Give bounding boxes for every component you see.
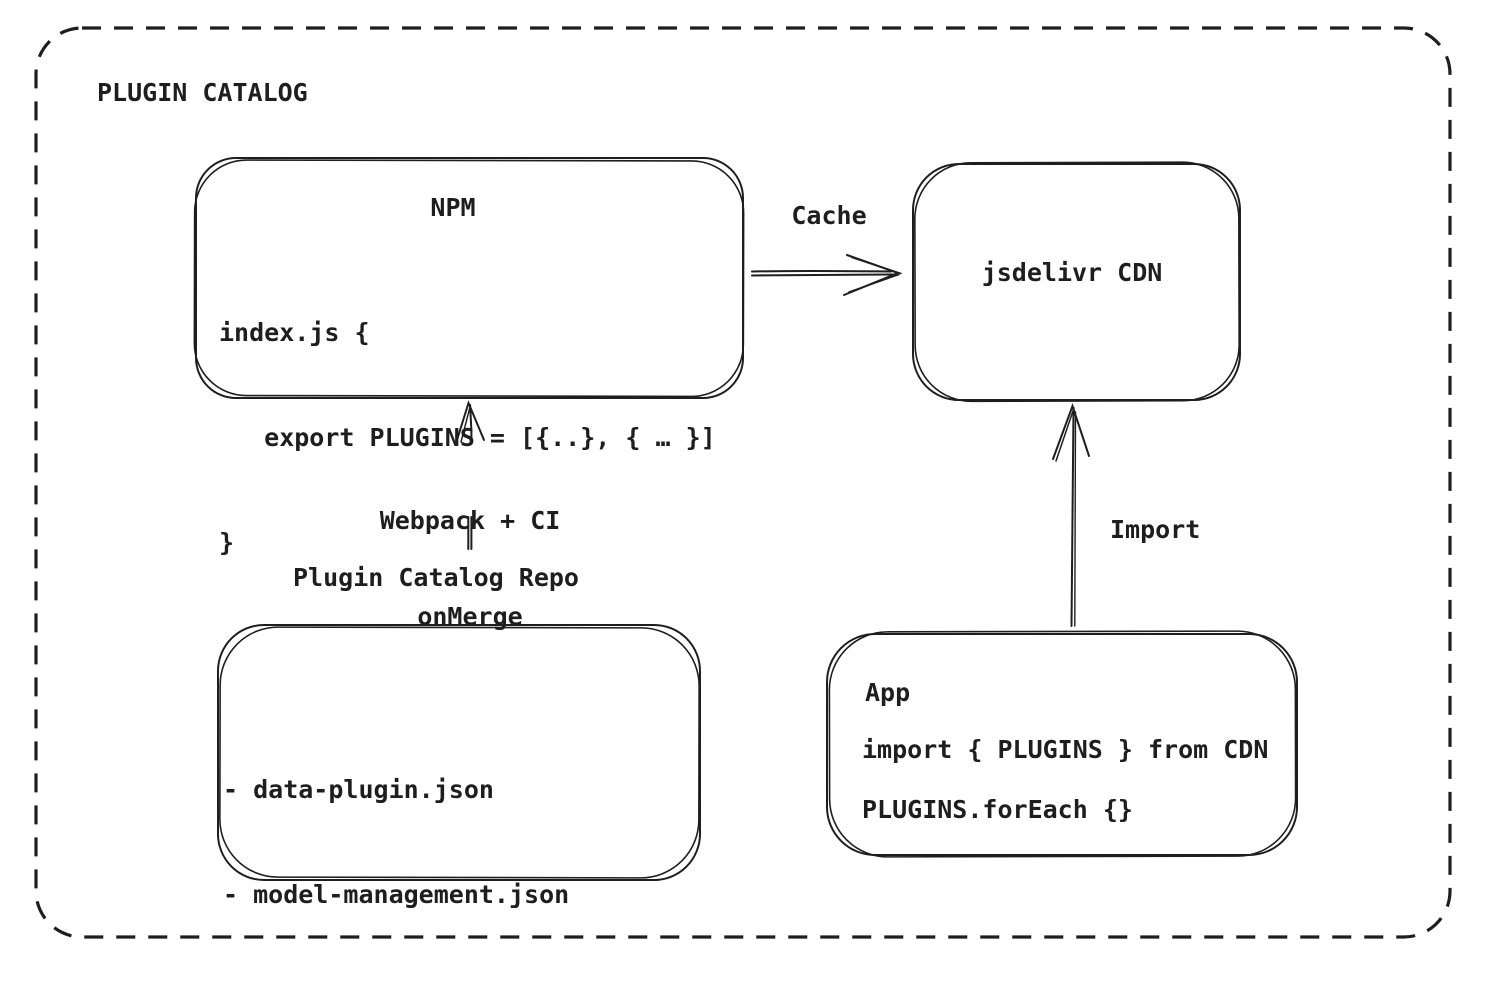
build-arrow-label-line2: onMerge [417, 602, 523, 631]
repo-box-shape [217, 624, 701, 881]
repo-node-title: Plugin Catalog Repo [293, 563, 579, 592]
repo-file-list: - data-plugin.json - model-management.js… [223, 702, 569, 1002]
import-arrow [1052, 402, 1090, 627]
npm-code-line: export PLUGINS = [{..}, { … }] [219, 423, 716, 452]
app-node-title: App [865, 678, 911, 707]
repo-file-item: ... [223, 985, 269, 1002]
import-arrow-label: Import [1110, 515, 1201, 544]
cdn-box-shape [912, 161, 1241, 403]
npm-node-title: NPM [430, 193, 476, 222]
cache-arrow [751, 254, 902, 296]
app-box-shape [826, 630, 1298, 858]
npm-box-shape [193, 157, 745, 399]
cache-arrow-label: Cache [791, 201, 867, 230]
build-arrow-label: Webpack + CI onMerge [380, 441, 561, 697]
plugin-catalog-frame [34, 26, 1452, 939]
build-arrow [456, 400, 485, 550]
build-arrow-label-line1: Webpack + CI [379, 506, 561, 535]
app-code-line: import { PLUGINS } from CDN [862, 735, 1269, 764]
repo-file-item: - model-management.json [223, 880, 570, 909]
repo-file-item: - data-plugin.json [223, 775, 494, 804]
app-code-line: PLUGINS.forEach {} [862, 795, 1133, 824]
cdn-node-title: jsdelivr CDN [981, 258, 1163, 287]
npm-code-line: } [219, 528, 235, 557]
diagram-title: PLUGIN CATALOG [97, 78, 308, 107]
npm-code-line: index.js { [219, 318, 370, 347]
npm-code-block: index.js { export PLUGINS = [{..}, { … }… [219, 245, 716, 630]
